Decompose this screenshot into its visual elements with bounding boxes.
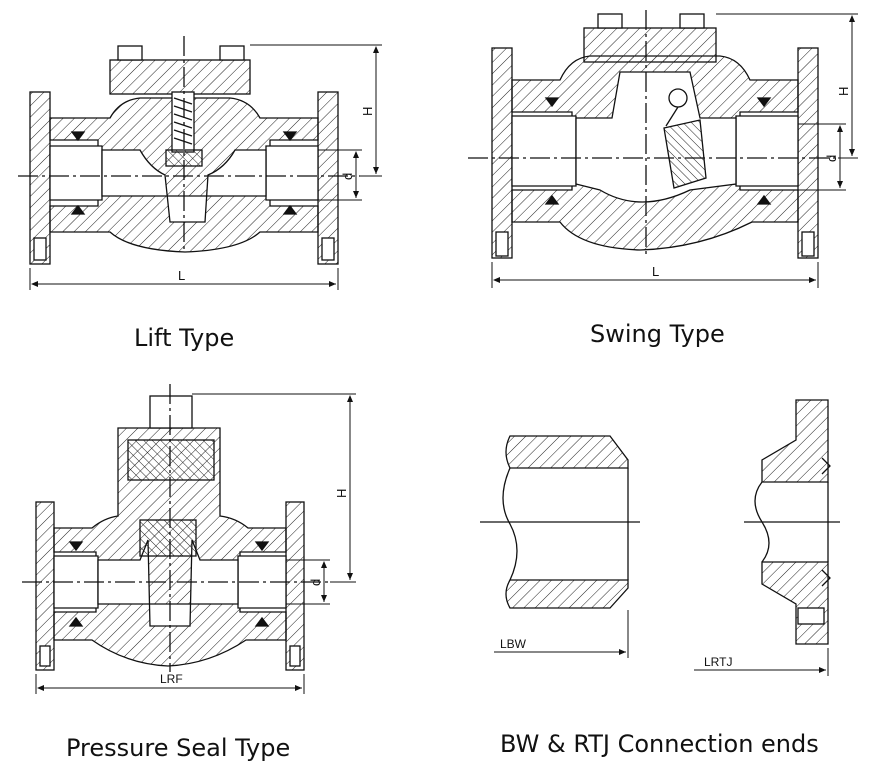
lift-dim-diameter: d [340,173,355,180]
swing-dim-height: H [836,87,851,96]
bw-end-drawing [480,435,640,658]
swing-dim-length: L [652,264,659,279]
pressure-seal-dim-length: LRF [160,672,183,686]
rtj-end-drawing [694,399,840,676]
rtj-dim-length: LRTJ [704,655,732,669]
lift-type-caption: Lift Type [134,324,235,352]
swing-type-drawing [468,10,858,288]
connection-ends-caption: BW & RTJ Connection ends [500,730,819,758]
swing-type-caption: Swing Type [590,320,725,348]
lift-dim-length: L [178,268,185,283]
pressure-seal-dim-diameter: d [308,579,323,586]
pressure-seal-dim-height: H [334,489,349,498]
swing-dim-diameter: d [824,155,839,162]
lift-type-drawing [18,36,382,290]
bw-dim-length: LBW [500,637,527,651]
pressure-seal-caption: Pressure Seal Type [66,734,291,762]
pressure-seal-drawing [22,384,356,694]
lift-dim-height: H [360,107,375,116]
